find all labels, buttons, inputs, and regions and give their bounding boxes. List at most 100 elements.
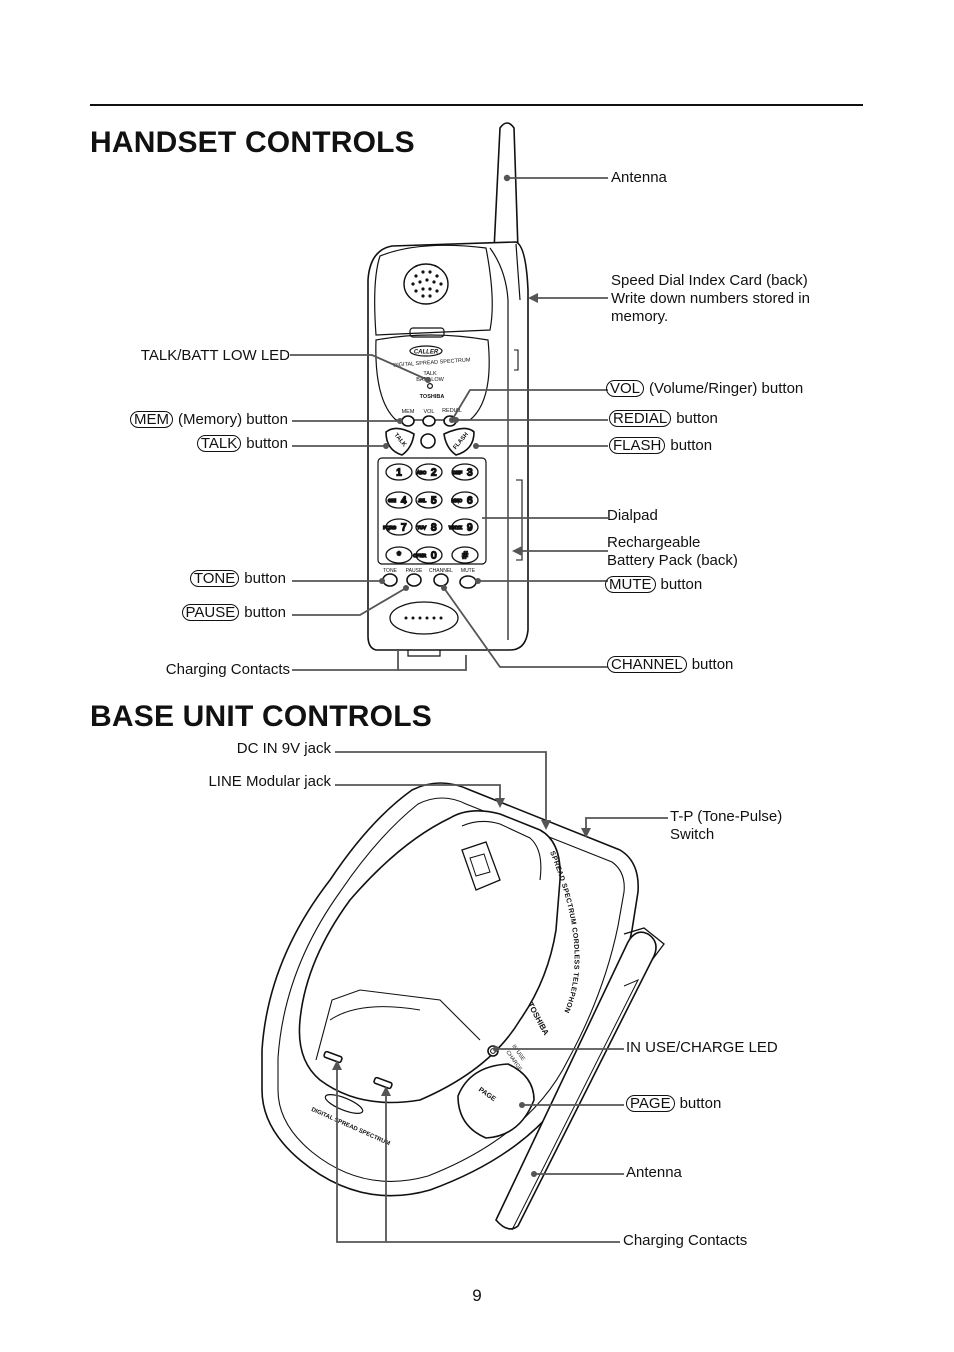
svg-text:MEM: MEM — [402, 409, 415, 415]
dialpad-key-digit: 8 — [431, 523, 437, 534]
dialpad-key — [385, 518, 413, 536]
in-use-charge-led-label: IN USE/CHARGE LED — [626, 1039, 778, 1056]
handset-led-label-1: TALK — [423, 371, 437, 377]
page-key-label: PAGE — [626, 1095, 675, 1112]
svg-text:VOL: VOL — [423, 409, 434, 415]
speed-dial-label-line3: memory. — [611, 308, 669, 325]
dialpad-key-letters: JKL — [418, 498, 426, 503]
handset-antenna — [493, 122, 519, 251]
base-charging-contacts-label: Charging Contacts — [623, 1232, 748, 1249]
dialpad-key-digit: 4 — [401, 496, 407, 507]
dialpad-key-letters: GHI — [388, 498, 396, 503]
handset-charging-contacts-label: Charging Contacts — [165, 661, 290, 678]
dialpad-key-digit: # — [462, 551, 468, 562]
handset-dss-label: DIGITAL SPREAD SPECTRUM — [393, 357, 471, 368]
base-antenna-label: Antenna — [626, 1164, 682, 1181]
dialpad-key — [451, 518, 479, 536]
base-charge-contact-2 — [373, 1076, 393, 1090]
tone-key — [382, 573, 398, 587]
base-unit-controls-heading: BASE UNIT CONTROLS — [90, 700, 432, 733]
dialpad-key — [451, 463, 479, 481]
channel-key — [433, 573, 449, 587]
redial-key-label: REDIAL — [609, 410, 672, 427]
antenna-label: Antenna — [611, 169, 667, 186]
dialpad-label: Dialpad — [607, 507, 658, 524]
speed-dial-label-line2: Write down numbers stored in — [611, 290, 810, 307]
dialpad-key-digit: 1 — [396, 468, 402, 479]
mem-key — [401, 415, 415, 427]
vol-button-label: VOL(Volume/Ringer) button — [606, 380, 803, 398]
base-cradle — [298, 810, 561, 1104]
dialpad-key-letters: TUV — [417, 525, 426, 530]
dialpad-key — [415, 546, 443, 564]
svg-text:CHANNEL: CHANNEL — [429, 568, 453, 574]
dialpad-frame — [377, 457, 487, 565]
dialpad-key-digit: 0 — [431, 551, 437, 562]
talk-key — [385, 427, 415, 456]
mem-button-label: MEM(Memory) button — [129, 411, 288, 429]
dc-in-jack-label: DC IN 9V jack — [236, 740, 331, 757]
speed-dial-label-line1: Speed Dial Index Card (back) — [611, 272, 808, 289]
handset-illustration: CALLER DIGITAL SPREAD SPECTRUM TALK BATT… — [367, 122, 529, 657]
dialpad-key-digit: 7 — [401, 523, 407, 534]
tp-switch-label-line2: Switch — [670, 826, 715, 843]
dialpad-key-letters: PQRS — [383, 525, 396, 530]
dialpad-key — [415, 518, 443, 536]
dialpad-key — [415, 463, 443, 481]
top-rule — [90, 104, 863, 106]
base-charge-contact-1 — [323, 1050, 343, 1064]
handset-callouts — [290, 177, 608, 671]
line-jack-label: LINE Modular jack — [208, 773, 331, 790]
dialpad-key-digit: 3 — [467, 468, 473, 479]
dialpad-key-digit: 6 — [467, 496, 473, 507]
dialpad-key — [385, 546, 413, 564]
dialpad-key-letters: ABC — [417, 470, 427, 475]
mem-key-label: MEM — [129, 411, 173, 428]
handset-callout-dots — [379, 174, 538, 591]
svg-text:TONE: TONE — [383, 568, 397, 574]
handset-brand: TOSHIBA — [420, 394, 445, 400]
channel-key-label: CHANNEL — [607, 656, 687, 673]
talk-batt-led — [427, 383, 434, 390]
page-button — [457, 1063, 535, 1139]
svg-text:PAUSE: PAUSE — [406, 568, 423, 574]
center-key — [420, 433, 436, 449]
handset-controls-heading: HANDSET CONTROLS — [90, 126, 415, 159]
handset-brand-logo: CALLER — [414, 350, 439, 356]
base-antenna — [495, 931, 657, 1230]
dialpad-key-letters: WXYZ — [449, 525, 462, 530]
base-callout-dots — [332, 798, 591, 1177]
vol-key — [422, 415, 436, 427]
svg-text:MUTE: MUTE — [461, 568, 476, 574]
dialpad-key-letters: MNO — [452, 498, 463, 503]
dialpad-key — [385, 463, 413, 481]
dialpad-key — [385, 491, 413, 509]
battery-label-line2: Battery Pack (back) — [607, 552, 738, 569]
dialpad-key-digit: 9 — [467, 523, 473, 534]
dialpad-key — [415, 491, 443, 509]
talk-batt-led-label: TALK/BATT LOW LED — [140, 347, 290, 364]
speaker-holes — [411, 270, 443, 298]
handset-microphone — [389, 601, 459, 635]
pause-key-label: PAUSE — [181, 604, 240, 621]
base-callouts — [335, 751, 668, 1243]
talk-key-label: TALK — [196, 435, 242, 452]
page-number: 9 — [472, 1286, 482, 1305]
pause-key — [406, 573, 422, 587]
flash-key — [443, 427, 475, 456]
svg-text:REDIAL: REDIAL — [442, 408, 462, 414]
flash-key-label: FLASH — [609, 437, 666, 454]
dialpad-key-digit: 5 — [431, 496, 437, 507]
dialpad-key — [451, 491, 479, 509]
dialpad-key-letters: DEF — [453, 470, 462, 475]
dialpad-key-digit: * — [397, 551, 401, 562]
